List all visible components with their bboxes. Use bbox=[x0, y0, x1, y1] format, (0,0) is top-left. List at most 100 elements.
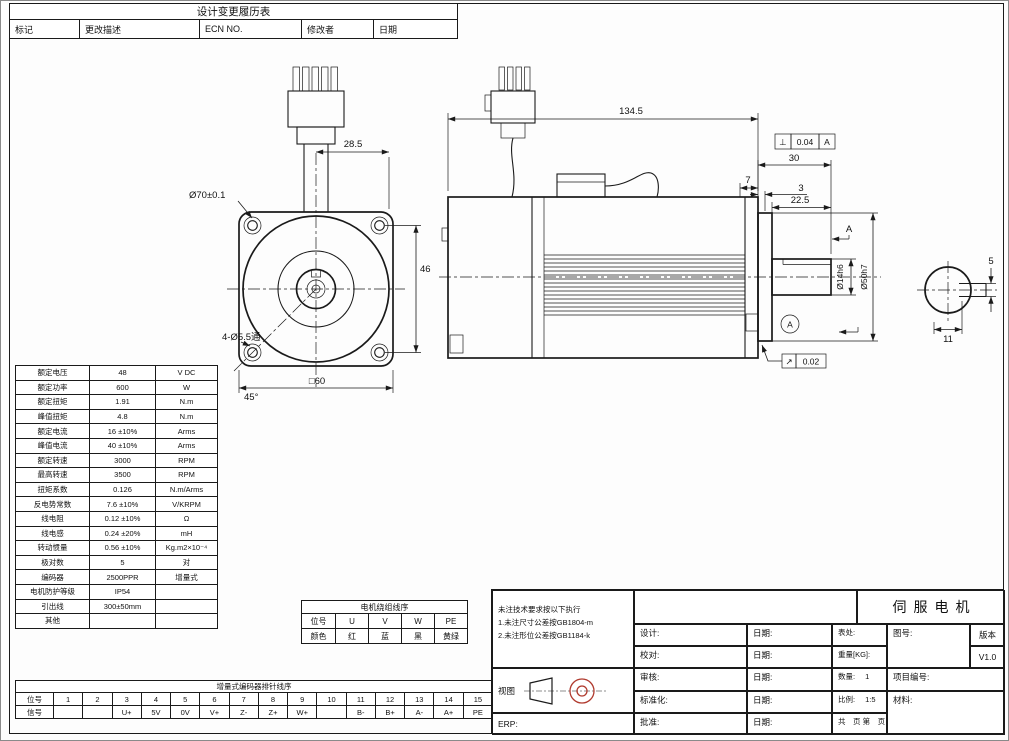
spec-unit: mH bbox=[155, 525, 218, 542]
spec-value: 1.91 bbox=[89, 394, 156, 410]
winding-pin: V bbox=[368, 613, 402, 629]
date-label: 日期: bbox=[753, 695, 773, 705]
encoder-signal-row: 信号 U+ 5V 0V V+ Z- Z+ W+ B- B+ A- A+ PE bbox=[15, 705, 494, 719]
winding-color: 黑 bbox=[401, 628, 435, 644]
perpendicularity-frame: ⊥ 0.04 A bbox=[774, 133, 836, 150]
spec-value: 300±50mm bbox=[89, 598, 156, 615]
encoder-signal: A+ bbox=[433, 705, 464, 719]
spec-value: 16 ±10% bbox=[89, 423, 156, 439]
encoder-pin-number: 12 bbox=[374, 692, 406, 706]
design-cell: 设计: bbox=[634, 624, 747, 646]
encoder-pin-row: 位号 1 2 3 4 5 6 7 8 9 10 11 12 13 14 15 bbox=[15, 692, 494, 706]
version-value-cell: V1.0 bbox=[970, 646, 1005, 668]
dim-step: 3 bbox=[798, 183, 803, 194]
change-col-date: 日期 bbox=[372, 19, 459, 39]
dim-key-position: 11 bbox=[943, 334, 953, 345]
standardize-date-cell: 日期: bbox=[747, 691, 832, 713]
check-cell: 校对: bbox=[634, 646, 747, 668]
encoder-row2-label: 信号 bbox=[15, 705, 54, 719]
spec-value bbox=[89, 613, 156, 629]
approve-date-cell: 日期: bbox=[747, 713, 832, 735]
dim-shaft-diameter: Ø14h6 bbox=[835, 264, 845, 290]
spec-label: 扭矩系数 bbox=[15, 481, 90, 498]
date-label: 日期: bbox=[753, 717, 773, 727]
dim-front-height: 46 bbox=[420, 264, 431, 275]
erp-label: ERP: bbox=[498, 719, 518, 729]
encoder-pin-table: 增量式编码器排针线序 位号 1 2 3 4 5 6 7 8 9 10 11 12… bbox=[15, 680, 494, 719]
standardize-cell: 标准化: bbox=[634, 691, 747, 713]
winding-color: 黄绿 bbox=[433, 628, 469, 644]
check-label: 校对: bbox=[640, 650, 660, 660]
encoder-signal: A- bbox=[404, 705, 435, 719]
date-label: 日期: bbox=[753, 650, 773, 660]
cable-assembly bbox=[556, 172, 659, 198]
spec-unit: 增量式 bbox=[155, 569, 218, 585]
approve-cell: 批准: bbox=[634, 713, 747, 735]
erp-cell: ERP: bbox=[492, 713, 634, 735]
spec-label: 额定电压 bbox=[15, 365, 90, 381]
change-col-mark: 标记 bbox=[9, 19, 80, 39]
encoder-pin-number: 10 bbox=[316, 692, 347, 706]
spec-label: 峰值扭矩 bbox=[15, 408, 90, 425]
empty-cell bbox=[634, 590, 857, 624]
spec-label: 额定功率 bbox=[15, 379, 90, 396]
spec-row: 其他 bbox=[15, 613, 218, 629]
pages-label: 共 页 第 页 bbox=[838, 717, 886, 726]
encoder-signal: B+ bbox=[374, 705, 406, 719]
detail-label: A bbox=[787, 320, 793, 330]
change-history-table: 设计变更履历表 标记 更改描述 ECN NO. 修改者 日期 bbox=[8, 3, 459, 39]
encoder-signal: B- bbox=[345, 705, 376, 719]
date-label: 日期: bbox=[753, 672, 773, 682]
version-label-cell: 版本 bbox=[970, 624, 1005, 646]
spec-label: 编码器 bbox=[15, 569, 90, 585]
surface-label: 表处: bbox=[838, 628, 856, 637]
keyway-detail: 5 11 bbox=[917, 256, 997, 345]
spec-label: 峰值电流 bbox=[15, 437, 90, 454]
note-line: 1.未注尺寸公差按GB1804-m bbox=[498, 618, 594, 628]
design-label: 设计: bbox=[640, 628, 660, 638]
side-connector bbox=[484, 66, 536, 198]
pages-cell: 共 页 第 页 bbox=[832, 713, 887, 735]
design-date-cell: 日期: bbox=[747, 624, 832, 646]
encoder-pin-number: 11 bbox=[345, 692, 376, 706]
change-col-modifier: 修改者 bbox=[301, 19, 374, 39]
perp-value: 0.04 bbox=[797, 137, 814, 147]
winding-color: 红 bbox=[335, 628, 369, 644]
encoder-pin-number: 14 bbox=[433, 692, 464, 706]
perp-symbol: ⊥ bbox=[779, 137, 786, 147]
spec-value: 2500PPR bbox=[89, 569, 156, 585]
spec-unit bbox=[155, 583, 218, 600]
dim-rear: 7 bbox=[745, 175, 750, 186]
change-col-description: 更改描述 bbox=[79, 19, 200, 39]
spec-label: 额定电流 bbox=[15, 423, 90, 439]
detail-circle bbox=[780, 314, 800, 334]
scale-cell: 比例:1:5 bbox=[832, 691, 887, 713]
encoder-pin-number: 6 bbox=[199, 692, 230, 706]
winding-row1-label: 位号 bbox=[301, 613, 336, 629]
spec-unit: Kg.m2×10⁻⁴ bbox=[155, 540, 218, 556]
encoder-pin-number: 8 bbox=[257, 692, 289, 706]
scale-value: 1:5 bbox=[865, 695, 876, 704]
spec-label: 电机防护等级 bbox=[15, 583, 90, 600]
winding-row2-label: 颜色 bbox=[301, 628, 336, 644]
encoder-table-title: 增量式编码器排针线序 bbox=[15, 680, 493, 693]
spec-label: 反电势常数 bbox=[15, 496, 90, 512]
encoder-pin-number: 5 bbox=[170, 692, 201, 706]
change-col-ecn: ECN NO. bbox=[199, 19, 302, 39]
spec-unit: RPM bbox=[155, 452, 218, 469]
spec-value: 5 bbox=[89, 554, 156, 571]
spec-unit: N.m bbox=[155, 394, 218, 410]
runout-frame: ↗ 0.02 bbox=[761, 344, 827, 369]
winding-pin: U bbox=[335, 613, 369, 629]
winding-table-title: 电机绕组线序 bbox=[300, 600, 469, 614]
winding-order-table: 电机绕组线序 位号 U V W PE 颜色 红 蓝 黑 黄绿 bbox=[300, 600, 469, 644]
